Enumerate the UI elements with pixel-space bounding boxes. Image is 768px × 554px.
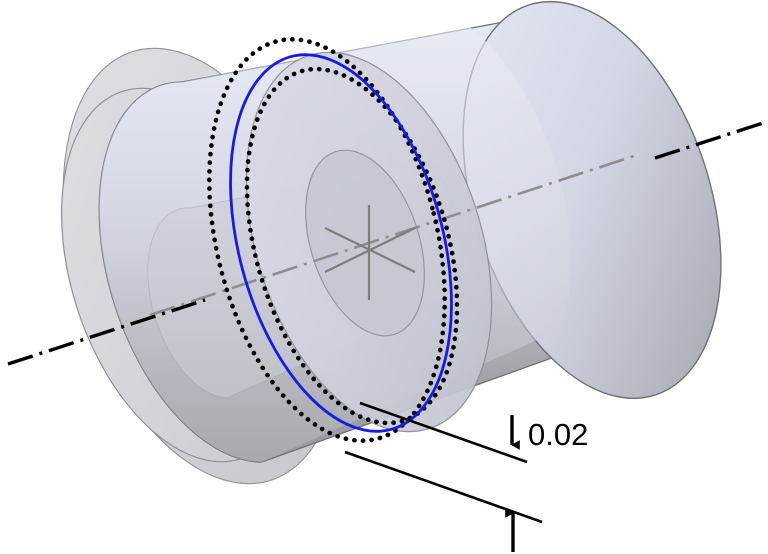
axis-line-right-extension xyxy=(654,120,767,160)
leader-line-upper xyxy=(359,401,528,464)
tolerance-dimension-arrows xyxy=(505,415,520,552)
center-mark-diagonal-b xyxy=(324,227,416,273)
cylindricity-tolerance-zone xyxy=(207,37,460,443)
axis-line-left-extension xyxy=(7,298,206,366)
center-mark-crosshair xyxy=(324,205,416,300)
inner-tolerance-boundary xyxy=(244,66,460,426)
part-axis-centerline xyxy=(7,120,767,366)
hollow-cylinder-body xyxy=(60,0,722,485)
outer-tolerance-boundary xyxy=(207,37,447,443)
actual-surface-profile xyxy=(229,53,453,433)
leader-line-lower xyxy=(344,450,543,524)
tolerance-value-text: 0.02 xyxy=(528,417,588,452)
